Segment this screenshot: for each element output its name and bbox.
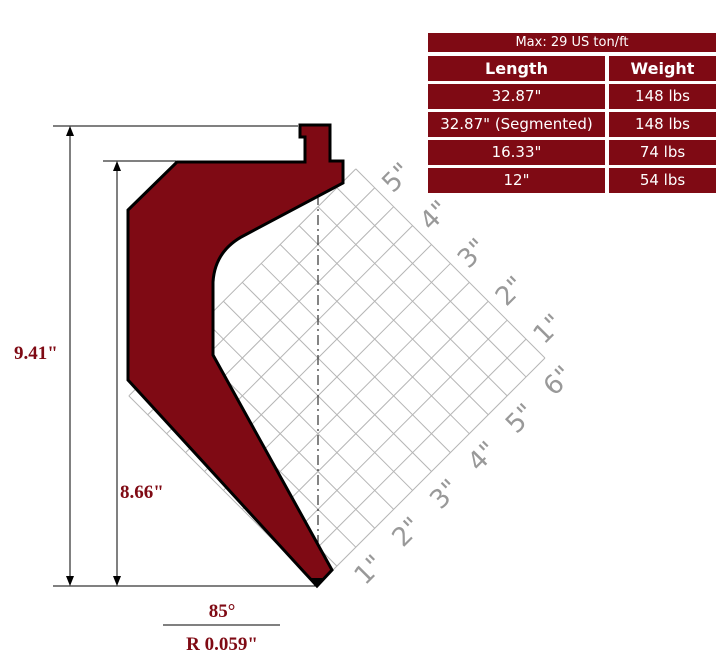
row-length: 16.33" (428, 140, 605, 165)
grid-line (298, 338, 527, 567)
header-length: Length (428, 56, 605, 81)
radius-label: R 0.059" (186, 634, 258, 655)
arrowheads (66, 126, 121, 586)
row-weight: 54 lbs (609, 168, 716, 193)
grid-label-lower: 1" (349, 550, 390, 591)
dimension-lines (53, 125, 316, 626)
overall-height-label: 9.41" (14, 343, 58, 364)
row-length: 32.87" (Segmented) (428, 112, 605, 137)
grid-label-upper: 2" (490, 271, 531, 312)
grid-line (260, 300, 489, 529)
grid-line (317, 357, 546, 586)
working-height-label: 8.66" (120, 482, 164, 503)
row-weight: 148 lbs (609, 84, 716, 109)
angle-label: 85° (209, 601, 236, 622)
grid-label-lower: 5" (500, 398, 541, 439)
grid-label-upper: 5" (376, 157, 417, 198)
header-weight: Weight (609, 56, 716, 81)
max-tonnage-caption: Max: 29 US ton/ft (428, 33, 716, 52)
grid-label-lower: 3" (424, 474, 465, 515)
punch-profile (126, 123, 345, 589)
measurement-grid (128, 168, 546, 586)
grid-label-upper: 3" (452, 233, 493, 274)
grid-label-lower: 2" (387, 512, 428, 553)
row-weight: 74 lbs (609, 140, 716, 165)
row-length: 32.87" (428, 84, 605, 109)
row-length: 12" (428, 168, 605, 193)
grid-label-upper: 1" (528, 309, 569, 350)
grid-line (241, 282, 470, 510)
row-weight: 148 lbs (609, 112, 716, 137)
grid-label-upper: 4" (414, 195, 455, 236)
grid-label-lower: 6" (538, 360, 579, 401)
grid-label-lower: 4" (462, 436, 503, 477)
tip-radius (309, 578, 325, 586)
